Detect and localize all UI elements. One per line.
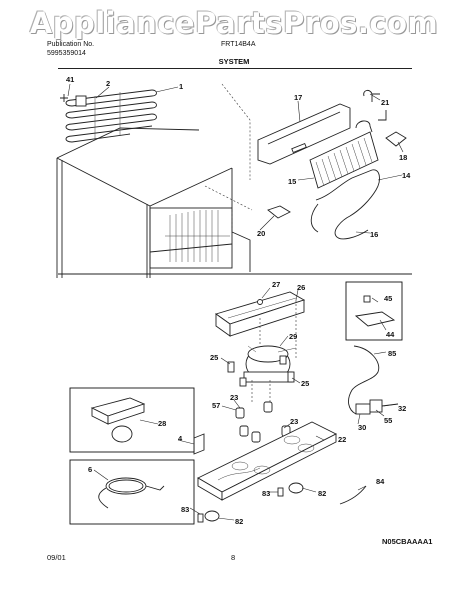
grommet (235, 407, 245, 419)
mounting-bolt (227, 361, 235, 373)
model-number: FRT14B4A (221, 41, 256, 48)
bracket-part (385, 131, 407, 147)
callout-25-right: 25 (301, 379, 309, 388)
callout-14: 14 (402, 171, 411, 180)
inset-pan-assembly (69, 387, 195, 453)
bracket-plate (193, 433, 205, 455)
callout-55: 55 (384, 416, 392, 425)
callout-6: 6 (88, 465, 92, 474)
callout-4: 4 (178, 434, 183, 443)
publication-label: Publication No. (47, 41, 95, 48)
drawing-code: N05CBAAAA1 (382, 537, 433, 546)
watermark: AppliancePartsPros.com (29, 6, 439, 40)
mounting-bolt (239, 377, 247, 387)
callout-2: 2 (106, 79, 110, 88)
inset-power-cord (69, 459, 195, 525)
evaporator-cover (257, 103, 351, 165)
publication-number: 5995359014 (47, 50, 86, 57)
callout-30: 30 (358, 423, 366, 432)
callout-21: 21 (381, 98, 389, 107)
callout-26: 26 (297, 283, 305, 292)
callout-17: 17 (294, 93, 302, 102)
callout-1: 1 (179, 82, 183, 91)
callout-45: 45 (384, 294, 392, 303)
callout-41: 41 (66, 75, 74, 84)
header-rule (58, 68, 412, 69)
callout-16: 16 (370, 230, 378, 239)
callout-18: 18 (399, 153, 407, 162)
callout-23-lower: 23 (290, 417, 298, 426)
callout-84: 84 (376, 477, 385, 486)
callout-27: 27 (272, 280, 280, 289)
mounting-bolt (287, 371, 295, 383)
callout-32: 32 (398, 404, 406, 413)
callout-23-upper: 23 (230, 393, 238, 402)
footer-date: 09/01 (47, 553, 66, 562)
grommet (251, 431, 261, 443)
clip-part (363, 89, 380, 102)
compressor (243, 345, 297, 383)
callout-83-left: 83 (181, 505, 189, 514)
callout-82-left: 82 (235, 517, 243, 526)
callout-44: 44 (386, 330, 395, 339)
drain-heater-loop (310, 169, 380, 240)
foot-part (204, 510, 220, 522)
drain-pan (214, 291, 306, 337)
screw-part (60, 94, 68, 102)
screw-part (197, 513, 204, 523)
grommet (239, 425, 249, 437)
evaporator-assembly (309, 110, 387, 189)
callout-85: 85 (388, 349, 396, 358)
callout-57: 57 (212, 401, 220, 410)
callout-28: 28 (158, 419, 166, 428)
page-number: 8 (231, 553, 236, 562)
callout-25-left: 25 (210, 353, 218, 362)
condenser-coil (65, 89, 157, 143)
grommet (263, 401, 273, 413)
section-title: SYSTEM (218, 57, 250, 66)
tube-part (339, 485, 367, 505)
callout-82-right: 82 (318, 489, 326, 498)
foot-part (288, 482, 304, 494)
callout-29: 29 (289, 332, 297, 341)
screw-part (277, 487, 284, 497)
small-block-part (267, 205, 291, 219)
callout-83-right: 83 (262, 489, 270, 498)
cabinet (56, 127, 251, 278)
callout-15: 15 (288, 177, 296, 186)
inset-bracket (345, 281, 403, 341)
compressor-base-plate (197, 421, 337, 501)
callout-20: 20 (257, 229, 265, 238)
callout-22: 22 (338, 435, 346, 444)
